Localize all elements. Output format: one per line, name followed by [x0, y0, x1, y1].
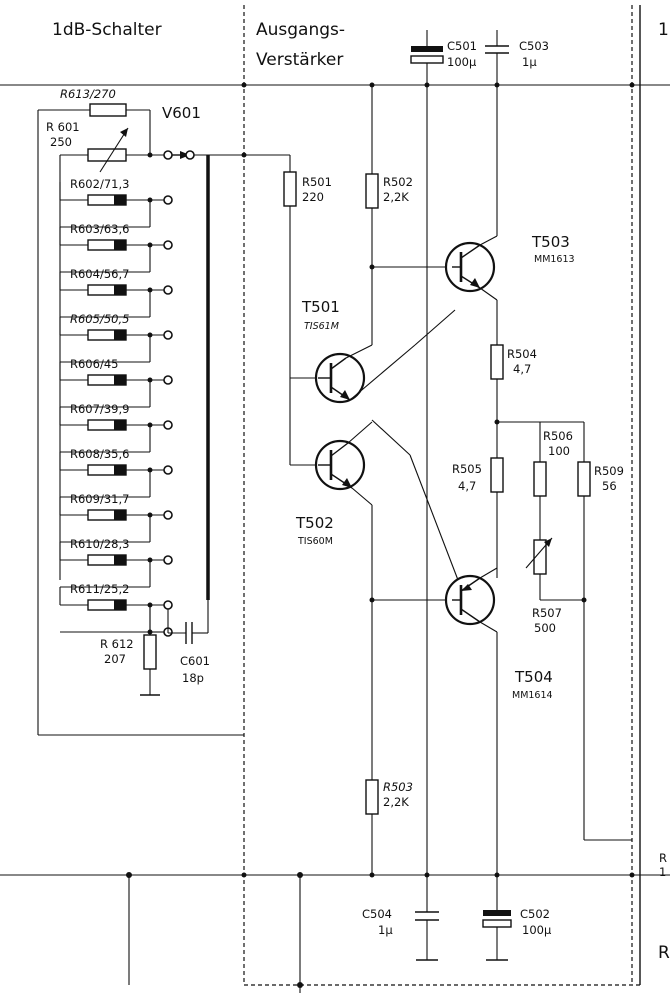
- switch-tail: R 612 207 C601 18p: [100, 600, 210, 696]
- tap-label: R611/25,2: [70, 582, 129, 596]
- transistor-t502: [314, 439, 366, 491]
- resistor-r504: [490, 344, 504, 380]
- switch-contact: [163, 330, 173, 340]
- t502-type: TIS60M: [297, 536, 333, 547]
- t502-name: T502: [295, 514, 334, 532]
- c504-name: C504: [362, 907, 392, 921]
- tap-label: R604/56,7: [70, 267, 129, 281]
- r501-name: R501: [302, 175, 332, 189]
- amp-section-title-line1: Ausgangs-: [256, 20, 345, 40]
- transistor-t501: [314, 352, 366, 404]
- attenuator-switch: R613/270 R 601 250 V601: [37, 87, 290, 736]
- tap-label: R603/63,6: [70, 222, 129, 236]
- r509-value: 56: [602, 479, 617, 493]
- ladder-tap: R602/71,3: [59, 177, 173, 228]
- r505-name: R505: [452, 462, 482, 476]
- r503-value: 2,2K: [383, 795, 409, 809]
- t504-name: T504: [514, 668, 553, 686]
- ladder-tap: R609/31,7: [59, 492, 173, 543]
- ladder-tap: R611/25,2: [59, 582, 173, 633]
- r504-name: R504: [507, 347, 537, 361]
- t503-type: MM1613: [534, 254, 575, 265]
- right-edge-label-top: 1: [658, 20, 669, 40]
- c501-value: 100µ: [447, 55, 477, 69]
- r612-name: R 612: [100, 637, 134, 651]
- switch-contact: [163, 375, 173, 385]
- tap-label: R610/28,3: [70, 537, 129, 551]
- c501-name: C501: [447, 39, 477, 53]
- ladder-tap: R607/39,9: [59, 402, 173, 453]
- t501-name: T501: [301, 298, 340, 316]
- ladder-tap: R608/35,6: [59, 447, 173, 498]
- c504-value: 1µ: [378, 923, 393, 937]
- switch-contact: [163, 510, 173, 520]
- c502-value: 100µ: [522, 923, 552, 937]
- attenuator-ladder: R602/71,3R603/63,6R604/56,7R605/50,5R606…: [59, 177, 173, 637]
- r505-value: 4,7: [458, 479, 476, 493]
- r506-name: R506: [543, 429, 573, 443]
- output-amplifier: C501 100µ C503 1µ R501 220 R502 2,2K: [283, 30, 632, 961]
- right-edge-label-mid: R: [659, 851, 667, 865]
- ladder-tap: R603/63,6: [59, 222, 173, 273]
- supply-rails: [0, 82, 670, 993]
- tap-label: R606/45: [70, 357, 118, 371]
- module-borders: [243, 5, 641, 986]
- right-edge-label-bottom: R: [658, 943, 670, 963]
- ladder-tap: R610/28,3: [59, 537, 173, 588]
- tap-label: R607/39,9: [70, 402, 129, 416]
- switch-contact: [163, 420, 173, 430]
- tap-label: R602/71,3: [70, 177, 129, 191]
- t504-type: MM1614: [512, 690, 553, 701]
- tap-label: R609/31,7: [70, 492, 129, 506]
- switch-contact: [163, 465, 173, 475]
- resistor-r506: [533, 461, 547, 497]
- switch-contact: [163, 240, 173, 250]
- c601-value: 18p: [182, 671, 204, 685]
- r507-value: 500: [534, 621, 556, 635]
- c502-name: C502: [520, 907, 550, 921]
- ladder-tap: R605/50,5: [59, 312, 173, 363]
- t503-name: T503: [531, 233, 570, 251]
- resistor-r501: [283, 171, 297, 207]
- resistor-r612: [143, 634, 157, 670]
- transistor-t504: [444, 574, 496, 626]
- resistor-r509: [577, 461, 591, 497]
- r601-value: 250: [50, 135, 72, 149]
- ladder-tap: R606/45: [59, 357, 173, 408]
- tap-label: R608/35,6: [70, 447, 129, 461]
- r504-value: 4,7: [513, 362, 531, 376]
- r507-name: R507: [532, 606, 562, 620]
- r612-value: 207: [104, 652, 126, 666]
- r613-label: R613/270: [60, 87, 116, 101]
- resistor-r601: [87, 148, 127, 162]
- r506-value: 100: [548, 444, 570, 458]
- c503-name: C503: [519, 39, 549, 53]
- resistor-r613: [89, 103, 127, 117]
- r502-name: R502: [383, 175, 413, 189]
- v601-label: V601: [162, 104, 201, 122]
- resistor-r503: [365, 779, 379, 815]
- switch-contact: [163, 285, 173, 295]
- resistor-r505: [490, 457, 504, 493]
- t501-type: TIS61M: [304, 321, 339, 332]
- transistor-t503: [444, 241, 496, 293]
- amp-section-title-line2: Verstärker: [256, 50, 343, 70]
- c503-value: 1µ: [522, 55, 537, 69]
- c601-name: C601: [180, 654, 210, 668]
- resistor-r502: [365, 173, 379, 209]
- switch-section-title: 1dB-Schalter: [52, 20, 162, 40]
- r501-value: 220: [302, 190, 324, 204]
- r509-name: R509: [594, 464, 624, 478]
- r502-value: 2,2K: [383, 190, 409, 204]
- ladder-tap: R604/56,7: [59, 267, 173, 318]
- tap-label: R605/50,5: [70, 312, 129, 326]
- right-edge-label-mid2: 1: [659, 865, 666, 879]
- switch-contact: [163, 555, 173, 565]
- switch-contact: [163, 195, 173, 205]
- r601-name: R 601: [46, 120, 80, 134]
- r503-name: R503: [383, 780, 413, 794]
- switch-contact: [163, 600, 173, 610]
